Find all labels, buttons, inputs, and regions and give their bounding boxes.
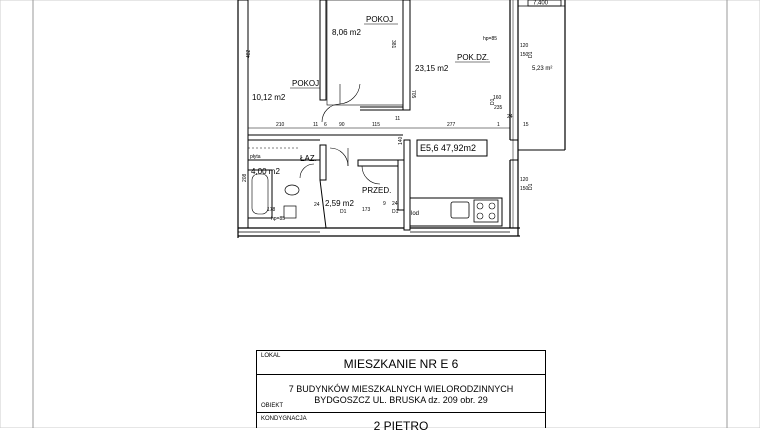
svg-text:płyta: płyta	[250, 154, 261, 160]
svg-text:hp=85: hp=85	[483, 36, 497, 42]
kondygnacja-value: 2 PIETRO	[373, 419, 429, 433]
unit-tag: E5,6 47,92m2	[420, 143, 476, 153]
room-loggia-area: 5,23 m²	[532, 66, 552, 72]
room-pokoj-left-area: 10,12 m2	[252, 93, 286, 102]
obiekt-caption: OBIEKT	[261, 403, 284, 409]
svg-text:D1: D1	[528, 51, 534, 58]
room-pokoj-top-area: 8,06 m2	[332, 28, 361, 37]
obiekt-line2: BYDGOSZCZ UL. BRUSKA dz. 209 obr. 29	[314, 395, 488, 405]
svg-text:178: 178	[267, 207, 276, 213]
svg-text:235: 235	[494, 105, 503, 111]
svg-text:24: 24	[392, 201, 398, 207]
svg-text:150: 150	[520, 186, 529, 192]
svg-text:24: 24	[314, 202, 320, 208]
svg-text:210: 210	[276, 122, 285, 128]
room-przed-name: PRZED.	[362, 186, 391, 195]
room-przed-area: 2,59 m2	[325, 199, 354, 208]
corner-tag: 7.400	[533, 1, 549, 7]
lokal-caption: LOKAL	[261, 353, 281, 359]
svg-text:90: 90	[339, 122, 345, 128]
obiekt-line1: 7 BUDYNKÓW MIESZKALNYCH WIELORODZINNYCH	[288, 384, 514, 394]
dimension-row: 210 11 6 90 115 277 1 24 15	[276, 114, 529, 128]
title-block: LOKAL MIESZKANIE NR E 6 7 BUDYNKÓW MIESZ…	[256, 350, 546, 433]
lokal-value: MIESZKANIE NR E 6	[343, 357, 459, 371]
svg-text:6: 6	[324, 122, 327, 128]
room-pokdz-dim: 705	[410, 90, 416, 99]
svg-text:lod: lod	[411, 211, 419, 217]
svg-text:hp=85: hp=85	[271, 216, 285, 222]
svg-text:D1: D1	[528, 183, 534, 190]
room-pokdz-area: 23,15 m2	[415, 64, 449, 73]
room-laz-name: ŁAZ.	[300, 154, 317, 163]
room-pokoj-top-dim: 381	[390, 40, 396, 49]
title-block-lokal-row: LOKAL MIESZKANIE NR E 6	[257, 351, 545, 375]
room-pokoj-top-name: POKOJ	[366, 15, 393, 24]
svg-text:9: 9	[383, 201, 386, 207]
svg-text:11: 11	[313, 122, 318, 128]
room-pokoj-left-name: POKOJ	[292, 79, 319, 88]
walls	[237, 0, 566, 238]
svg-text:120: 120	[520, 43, 529, 49]
svg-text:1: 1	[497, 122, 500, 128]
svg-text:277: 277	[447, 122, 456, 128]
room-pokdz-name: POK.DZ.	[457, 53, 489, 62]
svg-text:160: 160	[493, 95, 502, 101]
title-block-kondygnacja-row: KONDYGNACJA 2 PIETRO	[257, 413, 545, 433]
svg-text:D1: D1	[392, 209, 399, 215]
svg-text:208: 208	[242, 173, 248, 182]
room-laz-area: 4,00 m2	[251, 167, 280, 176]
room-pokoj-left-dim: 482	[246, 49, 252, 58]
svg-text:D1: D1	[340, 209, 347, 215]
kondygnacja-caption: KONDYGNACJA	[261, 416, 307, 422]
svg-text:15: 15	[523, 122, 529, 128]
title-block-obiekt-row: 7 BUDYNKÓW MIESZKALNYCH WIELORODZINNYCH …	[257, 375, 545, 413]
svg-text:11: 11	[395, 116, 400, 122]
svg-text:150: 150	[520, 52, 529, 58]
svg-text:120: 120	[520, 177, 529, 183]
svg-text:115: 115	[372, 122, 380, 128]
svg-text:173: 173	[362, 207, 371, 213]
svg-text:D1: D1	[490, 98, 496, 105]
svg-text:24: 24	[507, 114, 513, 120]
svg-text:140: 140	[398, 136, 404, 145]
dimension-misc: 120 150 160 235 11 hp=85 120 150 178 173…	[242, 36, 534, 222]
